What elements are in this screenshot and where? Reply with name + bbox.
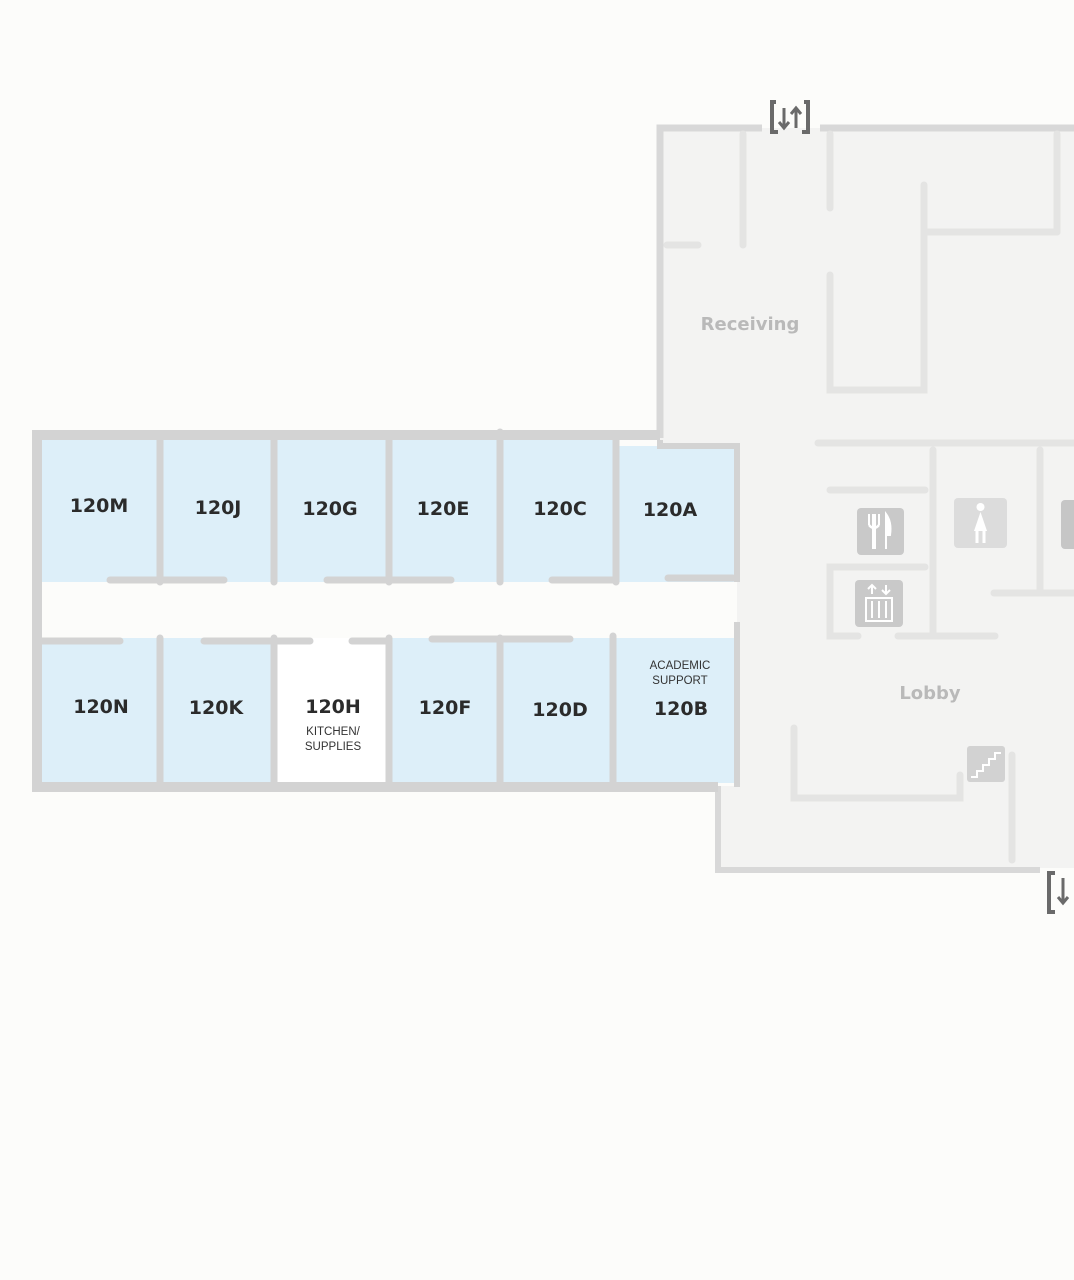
- room-sublabel-120B-line1: ACADEMIC: [650, 660, 711, 672]
- woman-restroom-icon[interactable]: [954, 498, 1007, 548]
- room-120F[interactable]: [389, 638, 500, 783]
- stairs-icon[interactable]: [967, 746, 1005, 782]
- room-120E[interactable]: [389, 440, 500, 582]
- room-label-120D: 120D: [532, 699, 587, 721]
- room-120B[interactable]: [613, 638, 737, 783]
- room-label-120J: 120J: [195, 497, 242, 519]
- room-label-120A: 120A: [643, 499, 698, 521]
- room-120M[interactable]: [42, 440, 160, 582]
- main-wing: 120M 120J 120G 120E 120C 120A 120N 120K …: [32, 428, 740, 792]
- exit-icon[interactable]: [1047, 871, 1070, 914]
- room-label-120B: 120B: [654, 698, 708, 720]
- room-120C[interactable]: [500, 440, 616, 582]
- annex-inner-walls: [663, 130, 1074, 864]
- room-120G[interactable]: [274, 440, 389, 582]
- area-label-receiving: Receiving: [701, 314, 800, 335]
- area-label-lobby: Lobby: [899, 683, 961, 704]
- annex-floor: [660, 128, 1074, 868]
- room-label-120E: 120E: [417, 498, 470, 520]
- room-label-120K: 120K: [189, 697, 245, 719]
- room-120K[interactable]: [160, 638, 274, 783]
- elevator-icon[interactable]: [855, 580, 903, 627]
- room-label-120H: 120H: [305, 696, 361, 718]
- room-label-120N: 120N: [73, 696, 129, 718]
- room-labels: 120M 120J 120G 120E 120C 120A 120N 120K …: [70, 495, 711, 753]
- room-label-120C: 120C: [533, 498, 587, 520]
- corridor: [42, 582, 737, 638]
- room-120J[interactable]: [160, 440, 274, 582]
- main-wing-walls: [32, 428, 740, 792]
- room-120N[interactable]: [42, 638, 160, 783]
- room-label-120G: 120G: [302, 498, 357, 520]
- exit-icon[interactable]: [770, 100, 810, 134]
- room-fills: [42, 440, 737, 783]
- room-sublabel-120H-line2: SUPPLIES: [305, 741, 362, 753]
- room-label-120M: 120M: [70, 495, 129, 517]
- room-120D[interactable]: [500, 638, 613, 783]
- room-120A[interactable]: [616, 446, 737, 582]
- room-sublabel-120H-line1: KITCHEN/: [306, 726, 360, 738]
- annex-exterior-wall: [656, 124, 762, 438]
- fork-knife-icon[interactable]: [857, 508, 904, 555]
- restroom-icon-partial[interactable]: [1061, 500, 1074, 549]
- room-sublabel-120B-line2: SUPPORT: [652, 675, 707, 687]
- room-120H[interactable]: [274, 638, 389, 783]
- room-label-120F: 120F: [419, 697, 472, 719]
- annex-building: Receiving Lobby: [656, 100, 1074, 914]
